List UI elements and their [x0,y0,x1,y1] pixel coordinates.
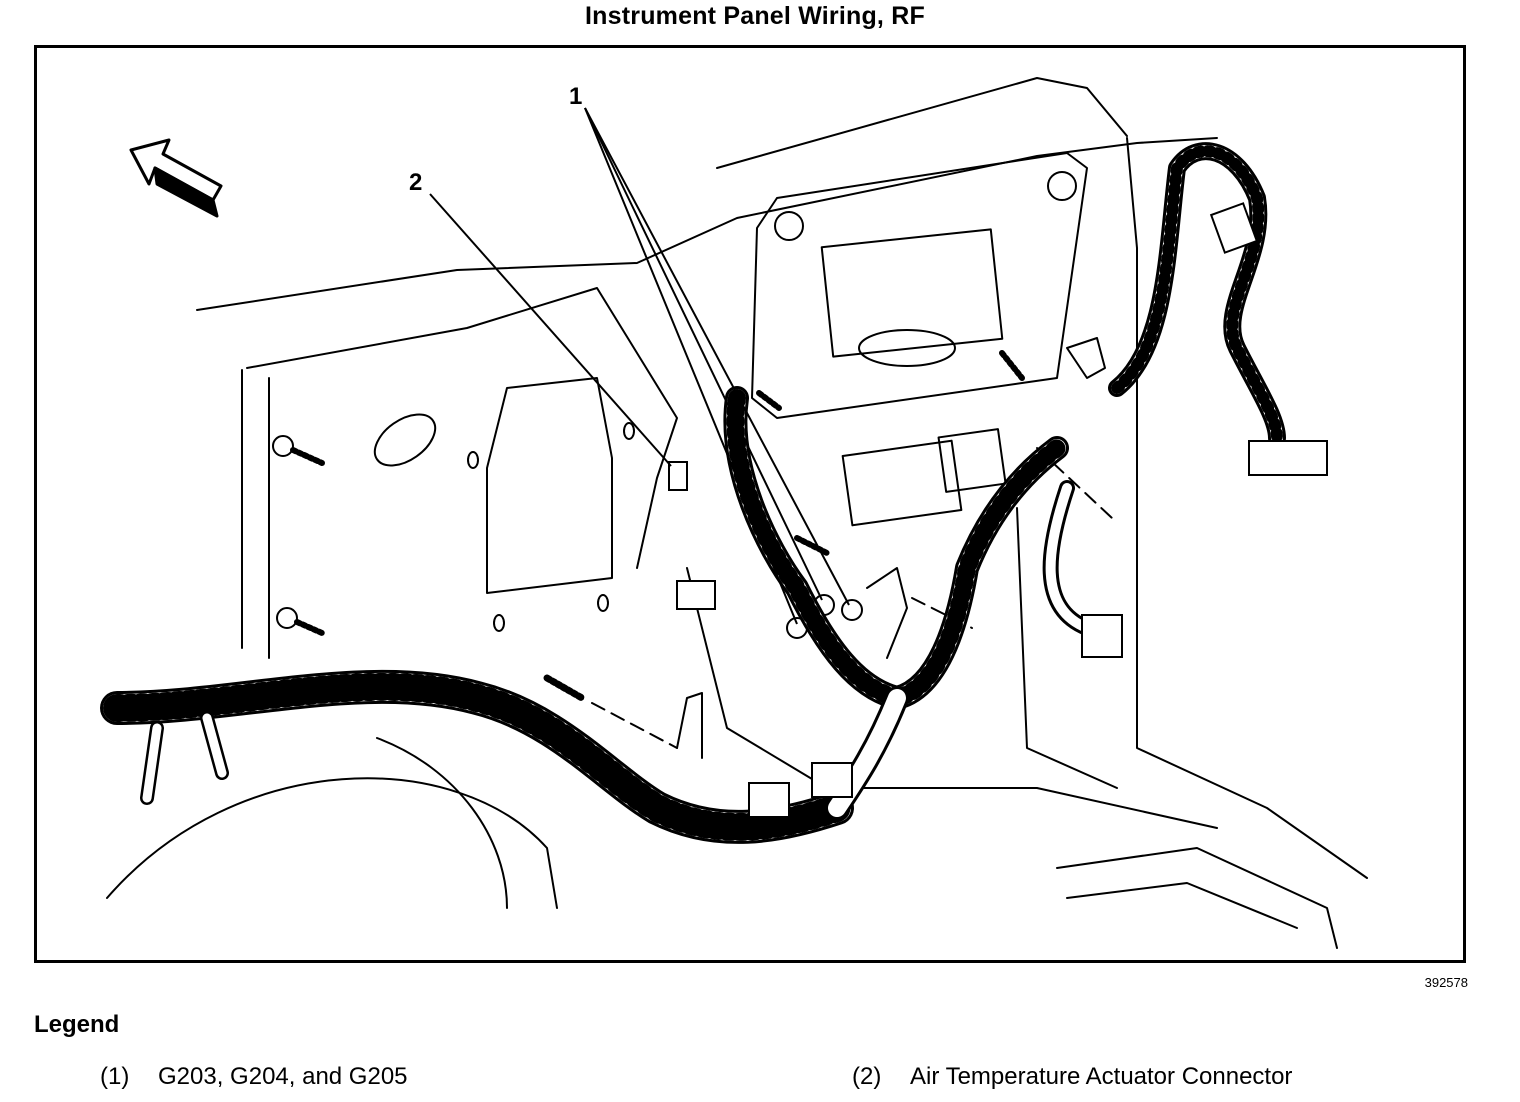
legend-item-number: (2) [852,1063,882,1090]
diagram-frame: 1 2 [34,45,1466,963]
legend-heading: Legend [34,1011,120,1038]
bolt-left-upper [272,435,294,457]
ground-g205 [841,599,863,621]
wiring-diagram: 1 2 [100,77,1368,949]
floor-step [1056,847,1338,949]
legend-item-text: Air Temperature Actuator Connector [910,1063,1293,1090]
legend-item-2: (2) Air Temperature Actuator Connector [852,1063,1292,1091]
callout-2: 2 [409,169,422,196]
right-pillar [1126,137,1368,879]
floor-curve [106,777,558,909]
hvac-grommet [858,329,956,367]
relay-block [841,439,963,527]
oval-hole [373,413,437,467]
connector-pillar-top [1209,202,1259,254]
bolt-upper-right [1047,171,1077,201]
connector-left-kick [676,580,716,610]
floor-bracket [676,692,703,759]
bolt-upper-left [774,211,804,241]
hvac-control-block [820,228,1004,358]
upper-dash-edge [196,137,1218,311]
legend-item-number: (1) [100,1063,130,1090]
floor-clip-1 [748,782,790,818]
dash-top-line [716,77,1128,169]
leader-2 [429,193,672,467]
figure-number: 392578 [1424,975,1468,990]
callout-1: 1 [569,83,582,110]
leader-1c [584,107,850,606]
hvac-plate [751,152,1088,419]
leader-1a [584,107,798,625]
inner-panel [486,377,613,594]
legend-item-1: (1) G203, G204, and G205 [100,1063,408,1091]
legend-item-text: G203, G204, and G205 [158,1063,408,1090]
upper-harness [723,386,1069,710]
connector-pillar-bottom [1248,440,1328,476]
cowl-panel-outline [246,287,678,569]
connector-block [937,428,1007,493]
bolt-left-lower [276,607,298,629]
floor-curve-2 [376,737,508,909]
right-pillar-inner [1016,507,1118,789]
page-title: Instrument Panel Wiring, RF [585,2,925,30]
air-temp-actuator-connector [668,461,688,491]
pillar-latch [1066,337,1106,379]
front-direction-arrow [129,138,223,218]
floor-step-2 [1066,882,1298,929]
floor-clip-2 [811,762,853,798]
leader-1b [584,107,823,601]
connector-right-lower [1081,614,1123,658]
